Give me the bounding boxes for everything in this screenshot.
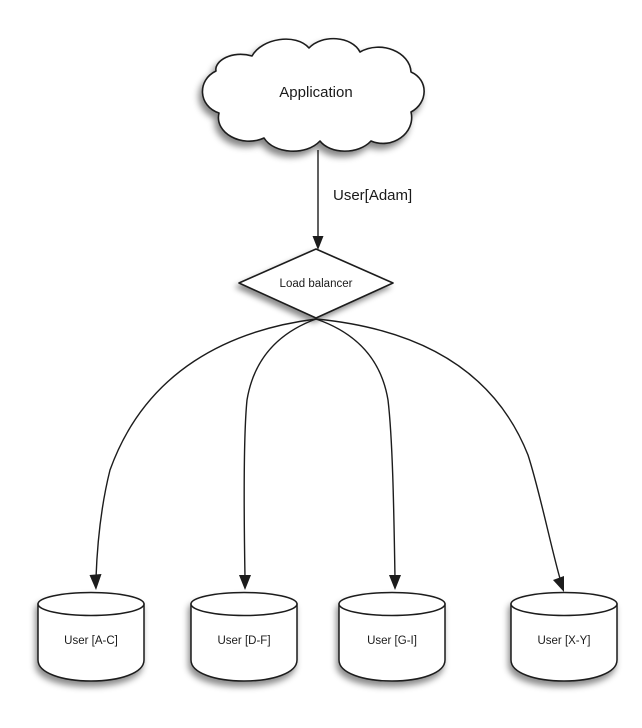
- edge-line-lb-shard-1: [95, 318, 317, 579]
- shard-3-cylinder-body: [338, 603, 446, 682]
- shard-1-cylinder-body: [37, 603, 145, 682]
- edge-line-lb-shard-4: [315, 318, 562, 583]
- shard-2-label: User [D-F]: [217, 635, 270, 647]
- node-application[interactable]: Application: [201, 37, 425, 152]
- node-shard-2[interactable]: User [D-F]: [190, 591, 298, 682]
- node-load-balancer[interactable]: Load balancer: [238, 248, 394, 319]
- edge-line-lb-shard-3: [315, 318, 396, 579]
- edge-application-to-load-balancer: User[Adam]: [312, 150, 412, 250]
- shard-3-label: User [G-I]: [367, 635, 417, 647]
- shard-3-cylinder-top: [338, 591, 446, 617]
- edge-lb-to-shard-3: [315, 318, 401, 590]
- edge-line-lb-shard-2: [243, 318, 317, 579]
- shard-4-cylinder-top: [510, 591, 618, 617]
- arrow-head-app-lb: [312, 236, 324, 250]
- shard-1-cylinder-top: [37, 591, 145, 617]
- arrow-head-lb-shard-1: [89, 574, 102, 590]
- edge-lb-to-shard-2: [239, 318, 317, 590]
- load-balancer-label: Load balancer: [280, 278, 353, 290]
- shard-4-cylinder-body: [510, 603, 618, 682]
- shard-4-label: User [X-Y]: [537, 635, 590, 647]
- node-shard-3[interactable]: User [G-I]: [338, 591, 446, 682]
- arrow-head-lb-shard-3: [389, 575, 401, 590]
- application-label: Application: [279, 84, 352, 101]
- node-shard-4[interactable]: User [X-Y]: [510, 591, 618, 682]
- shard-1-label: User [A-C]: [64, 635, 118, 647]
- edge-label-user-adam: User[Adam]: [333, 187, 412, 204]
- arrow-head-lb-shard-2: [239, 575, 251, 590]
- arrow-head-lb-shard-4: [553, 576, 564, 592]
- shard-2-cylinder-body: [190, 603, 298, 682]
- node-shard-1[interactable]: User [A-C]: [37, 591, 145, 682]
- load-balancer-shape: [238, 248, 394, 319]
- edge-lb-to-shard-4: [315, 318, 564, 592]
- shard-2-cylinder-top: [190, 591, 298, 617]
- edge-lb-to-shard-1: [89, 318, 317, 590]
